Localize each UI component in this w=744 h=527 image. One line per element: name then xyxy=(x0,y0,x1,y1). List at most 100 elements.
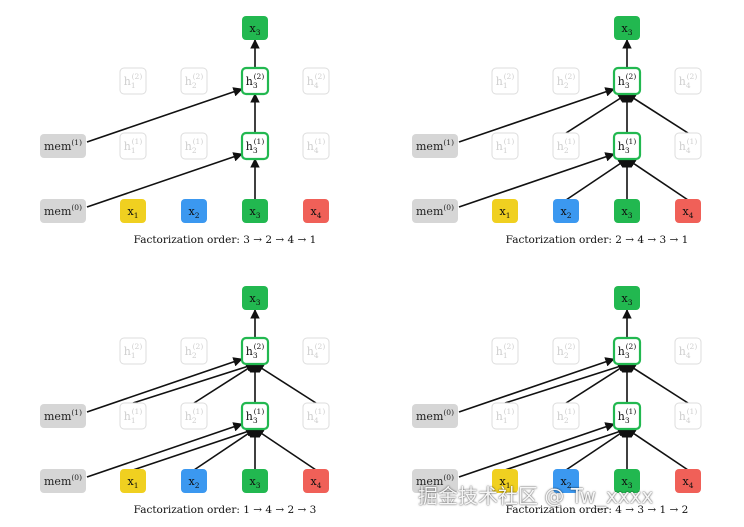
h3-1-box xyxy=(612,401,642,431)
input-x2-label: x2 xyxy=(189,205,200,220)
arrow-h1_1-to-h3-2 xyxy=(504,362,628,404)
input-x3-box xyxy=(614,469,640,493)
arrow-m0-to-h3-1 xyxy=(458,422,615,478)
h2-1-box xyxy=(180,132,208,160)
input-x4-box xyxy=(675,469,701,493)
input-x2-box xyxy=(181,469,207,493)
h2-1-box xyxy=(552,402,580,430)
h4-2-label: h4(2) xyxy=(307,72,326,90)
h4-1-box xyxy=(674,132,702,160)
arrow-x4-to-h3-1 xyxy=(254,428,317,471)
arrow-x2-to-h3-1 xyxy=(565,158,628,201)
input-x4-label: x4 xyxy=(311,205,322,220)
h1-1-label: h1(1) xyxy=(496,407,515,425)
h4-1-box xyxy=(302,132,330,160)
watermark-text: 掘金技术社区 @ Tw_xxxx xyxy=(418,484,654,508)
h2-2-label: h2(2) xyxy=(557,72,576,90)
mem-top-label: mem(1) xyxy=(44,138,82,153)
h4-2-box xyxy=(302,67,330,95)
h4-2-label: h4(2) xyxy=(679,342,698,360)
input-x3-box xyxy=(242,199,268,223)
output-x3-box xyxy=(614,286,640,310)
input-x1-label: x1 xyxy=(500,475,511,490)
input-x1-box xyxy=(120,199,146,223)
mem-0-box xyxy=(40,469,86,493)
h3-1-label: h3(1) xyxy=(618,407,637,425)
h2-1-label: h2(1) xyxy=(185,407,204,425)
h1-2-label: h1(2) xyxy=(496,72,515,90)
arrow-h4_1-to-h3-2 xyxy=(626,93,689,134)
arrow-x1-to-h3-1 xyxy=(132,427,256,471)
input-x3-box xyxy=(614,199,640,223)
arrow-x2-to-h3-1 xyxy=(565,428,628,471)
arrow-m0-to-h3-1 xyxy=(458,152,615,208)
arrow-x1-to-h3-1 xyxy=(504,427,628,471)
input-x1-label: x1 xyxy=(500,205,511,220)
panel-2: x3h1(2)h2(2)h3(2)h4(2)h1(1)h2(1)h3(1)h4(… xyxy=(412,16,702,246)
h3-2-box xyxy=(612,336,642,366)
input-x1-box xyxy=(492,199,518,223)
h4-2-box xyxy=(302,337,330,365)
arrow-m1-to-h3-2 xyxy=(458,87,615,143)
h1-2-box xyxy=(491,337,519,365)
h1-1-box xyxy=(119,402,147,430)
output-x3-box xyxy=(242,286,268,310)
h2-2-box xyxy=(180,67,208,95)
h2-1-box xyxy=(180,402,208,430)
mem-top-box xyxy=(40,134,86,158)
arrow-h2_1-to-h3-2 xyxy=(565,93,628,134)
input-x4-box xyxy=(675,199,701,223)
input-x3-label: x3 xyxy=(250,205,261,220)
h3-1-box xyxy=(240,131,270,161)
h2-1-label: h2(1) xyxy=(557,407,576,425)
h1-2-box xyxy=(119,67,147,95)
h2-2-box xyxy=(552,67,580,95)
input-x1-box xyxy=(120,469,146,493)
arrow-h2_1-to-h3-2 xyxy=(565,363,628,404)
mem-top-label: mem(1) xyxy=(416,138,454,153)
input-x4-label: x4 xyxy=(683,475,694,490)
h2-1-box xyxy=(552,132,580,160)
input-x4-label: x4 xyxy=(683,205,694,220)
h3-2-label: h3(2) xyxy=(618,72,637,90)
h2-2-label: h2(2) xyxy=(557,342,576,360)
h2-2-label: h2(2) xyxy=(185,342,204,360)
output-x3-label: x3 xyxy=(250,22,261,37)
mem-top-box xyxy=(412,404,458,428)
output-x3-label: x3 xyxy=(250,292,261,307)
h1-2-label: h1(2) xyxy=(124,342,143,360)
mem-0-label: mem(0) xyxy=(416,203,454,218)
mem-0-label: mem(0) xyxy=(416,473,454,488)
mem-top-label: mem(1) xyxy=(44,408,82,423)
input-x2-box xyxy=(553,469,579,493)
input-x3-label: x3 xyxy=(622,205,633,220)
input-x2-label: x2 xyxy=(189,475,200,490)
h2-1-label: h2(1) xyxy=(185,137,204,155)
h4-2-label: h4(2) xyxy=(679,72,698,90)
mem-0-label: mem(0) xyxy=(44,473,82,488)
mem-top-box xyxy=(412,134,458,158)
h3-2-label: h3(2) xyxy=(246,342,265,360)
h4-2-box xyxy=(674,67,702,95)
input-x2-box xyxy=(553,199,579,223)
input-x1-box xyxy=(492,469,518,493)
input-x4-box xyxy=(303,469,329,493)
arrow-h1_1-to-h3-2 xyxy=(132,362,256,404)
panel-4: x3h1(2)h2(2)h3(2)h4(2)h1(1)h2(1)h3(1)h4(… xyxy=(412,286,702,516)
factorization-caption: Factorization order: 3 → 2 → 4 → 1 xyxy=(134,234,317,246)
input-x1-label: x1 xyxy=(128,475,139,490)
h2-1-label: h2(1) xyxy=(557,137,576,155)
mem-0-box xyxy=(412,469,458,493)
h4-1-label: h4(1) xyxy=(307,137,326,155)
output-x3-label: x3 xyxy=(622,22,633,37)
h3-1-box xyxy=(240,401,270,431)
input-x3-box xyxy=(242,469,268,493)
h1-2-label: h1(2) xyxy=(496,342,515,360)
input-x4-label: x4 xyxy=(311,475,322,490)
panel-1: x3h1(2)h2(2)h3(2)h4(2)h1(1)h2(1)h3(1)h4(… xyxy=(40,16,330,246)
h1-1-box xyxy=(491,402,519,430)
h1-1-box xyxy=(491,132,519,160)
arrow-x2-to-h3-1 xyxy=(193,428,256,471)
arrow-m1-to-h3-2 xyxy=(86,357,243,413)
